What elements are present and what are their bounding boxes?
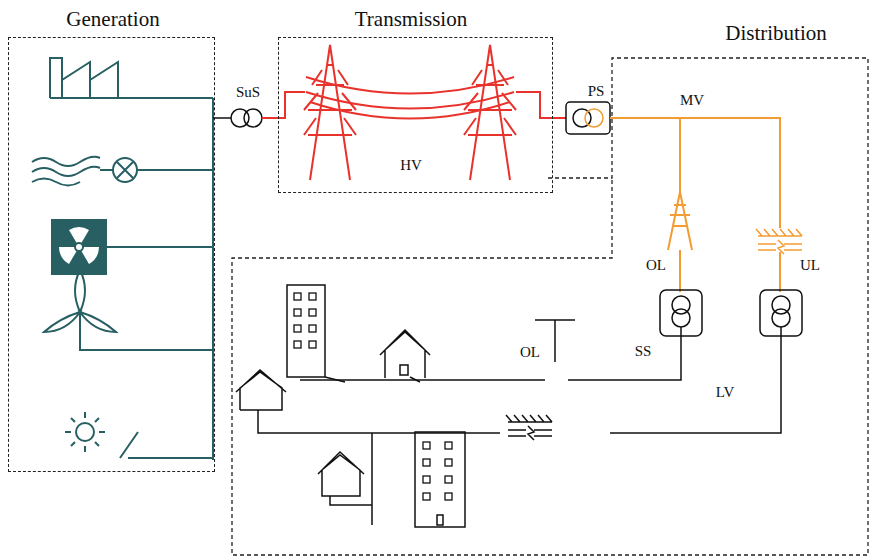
component-label: OL	[520, 345, 540, 360]
voltage-label: HV	[400, 158, 422, 173]
component-label: MV	[680, 93, 704, 108]
window	[423, 442, 430, 449]
region-title: Distribution	[725, 23, 827, 44]
region-box: Generation	[8, 37, 215, 472]
region-title: Generation	[66, 9, 159, 30]
region-box: Distribution	[232, 58, 868, 556]
component-label: OL	[646, 258, 666, 273]
region-outline	[232, 58, 868, 556]
component-label: SS	[635, 344, 652, 359]
window	[294, 341, 301, 348]
component-label: UL	[800, 258, 820, 273]
component-label: PS	[588, 84, 605, 99]
window	[423, 476, 430, 483]
region-box: TransmissionHV	[278, 37, 553, 193]
window	[423, 459, 430, 466]
window	[309, 309, 316, 316]
window	[309, 341, 316, 348]
window	[294, 309, 301, 316]
window	[445, 493, 452, 500]
component-label: SuS	[236, 85, 260, 100]
window	[445, 459, 452, 466]
window	[445, 442, 452, 449]
window	[309, 325, 316, 332]
region-title: Transmission	[355, 9, 467, 30]
component-label: LV	[716, 385, 735, 400]
window	[294, 293, 301, 300]
window	[423, 493, 430, 500]
window	[445, 476, 452, 483]
window	[294, 325, 301, 332]
window	[309, 293, 316, 300]
